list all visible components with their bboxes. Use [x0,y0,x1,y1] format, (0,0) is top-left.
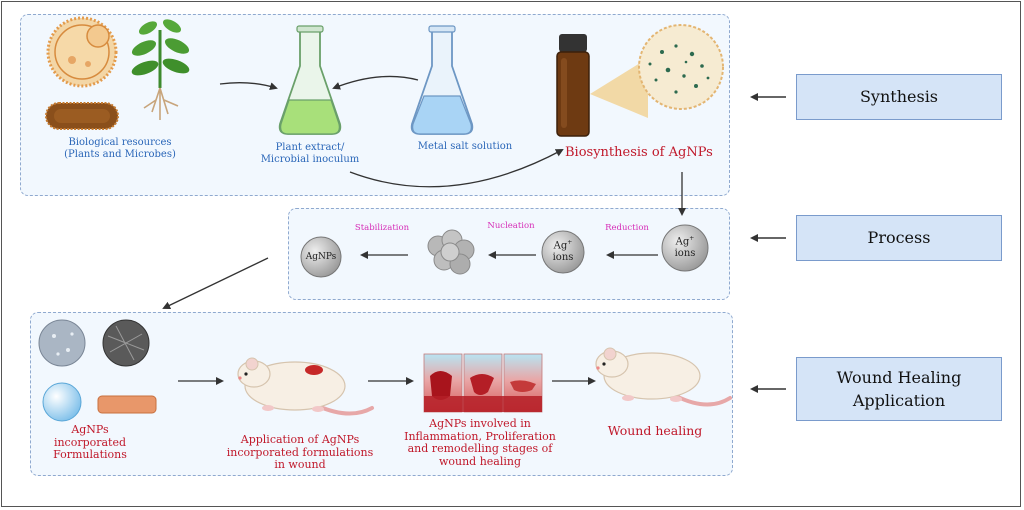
zoom-cone-shape [590,58,648,118]
ag-ion-label-1: Ag+ ions [662,225,708,271]
healed-rat-icon [595,347,732,407]
ag-ion-sphere-1 [661,224,709,272]
biological-resources-label: Biological resources (Plants and Microbe… [40,137,200,160]
extract-flask-icon [278,25,342,135]
wound-tissue-icon [423,353,543,413]
ions-text-1: ions [674,248,696,260]
ions-text-2: ions [552,252,574,264]
agnps-sphere-text: AgNPs [305,251,337,262]
nucleation-label: Nucleation [476,221,546,232]
plant-icon [131,19,190,120]
extract-to-biosynthesis-arrow [349,149,564,188]
bandage-strip-icon [97,395,157,414]
stabilization-label: Stabilization [342,223,422,234]
reduction-text: Reduction [605,223,649,233]
stages-line1: AgNPs involved in [429,417,531,430]
reduction-label: Reduction [592,223,662,234]
ag-ion-base-1: Ag [675,236,690,248]
process-stage-label: Process [796,215,1002,261]
agnps-sphere-label: AgNPs [301,237,341,277]
synthesis-stage-label: Synthesis [796,74,1002,120]
application-label: Application of AgNPs incorporated formul… [215,433,385,472]
wound-healing-text: Wound healing [607,423,703,438]
wound-label-line1: Wound Healing [836,367,962,387]
ag-ion-sphere-2 [541,230,585,274]
biosynthesis-label: Biosynthesis of AgNPs [565,145,735,161]
healing-stages-label: AgNPs involved in Inflammation, Prolifer… [395,417,565,469]
nucleation-cluster-icon [427,229,475,275]
salt-to-extract-arrow [332,75,419,90]
nanoemulsion-bubble-icon [42,382,82,422]
extract-line1: Plant extract/ [275,142,345,153]
stages-line3: and remodelling stages of [407,442,553,456]
ag-ion-label-2: Ag+ ions [542,231,584,273]
plant-extract-label: Plant extract/ Microbial inoculum [230,142,390,165]
ag-ion-base-2: Ag [553,240,568,252]
extract-line2: Microbial inoculum [260,153,360,165]
application-line3: in wound [274,458,326,472]
stages-line4: wound healing [438,454,522,468]
bio-to-extract-arrow [219,82,278,91]
wound-label-line2: Application [852,391,946,410]
ag-ion-sup-2: + [567,239,573,247]
agnps-sphere [300,236,342,278]
formulations-label: AgNPs incorporated Formulations [40,423,140,462]
application-line2: incorporated formulations [226,445,374,459]
formulations-line1: AgNPs [71,423,109,436]
bio-line2: (Plants and Microbes) [64,148,176,160]
ag-ion-sup-1: + [689,235,695,243]
application-line1: Application of AgNPs [240,433,360,446]
metal-salt-label: Metal salt solution [385,141,545,153]
wound-healing-label: Wound healing [590,423,720,438]
bio-line1: Biological resources [68,137,172,148]
formulations-line3: Formulations [53,448,127,462]
nanoparticle-dish-icon [638,24,724,110]
hydrogel-disc-icon [38,319,86,367]
wounded-rat-icon [237,357,374,416]
synthesis-label-text: Synthesis [859,87,939,107]
metal-salt-text: Metal salt solution [417,141,513,152]
biosynthesis-text: Biosynthesis of AgNPs [565,145,713,160]
nucleation-text: Nucleation [487,221,535,231]
agnps-vial-icon [556,34,590,137]
stabilization-text: Stabilization [354,223,410,233]
stages-line2: Inflammation, Proliferation [404,429,556,443]
formulation-icons [38,319,157,422]
wound-stage-label: Wound Healing Application [796,357,1002,421]
bacterium-icon [45,102,119,130]
formulations-line2: incorporated [53,435,127,449]
process-label-text: Process [867,228,931,248]
process-to-wound-arrow [162,257,269,310]
fungus-icon [46,16,118,88]
metal-salt-flask-icon [410,25,474,135]
